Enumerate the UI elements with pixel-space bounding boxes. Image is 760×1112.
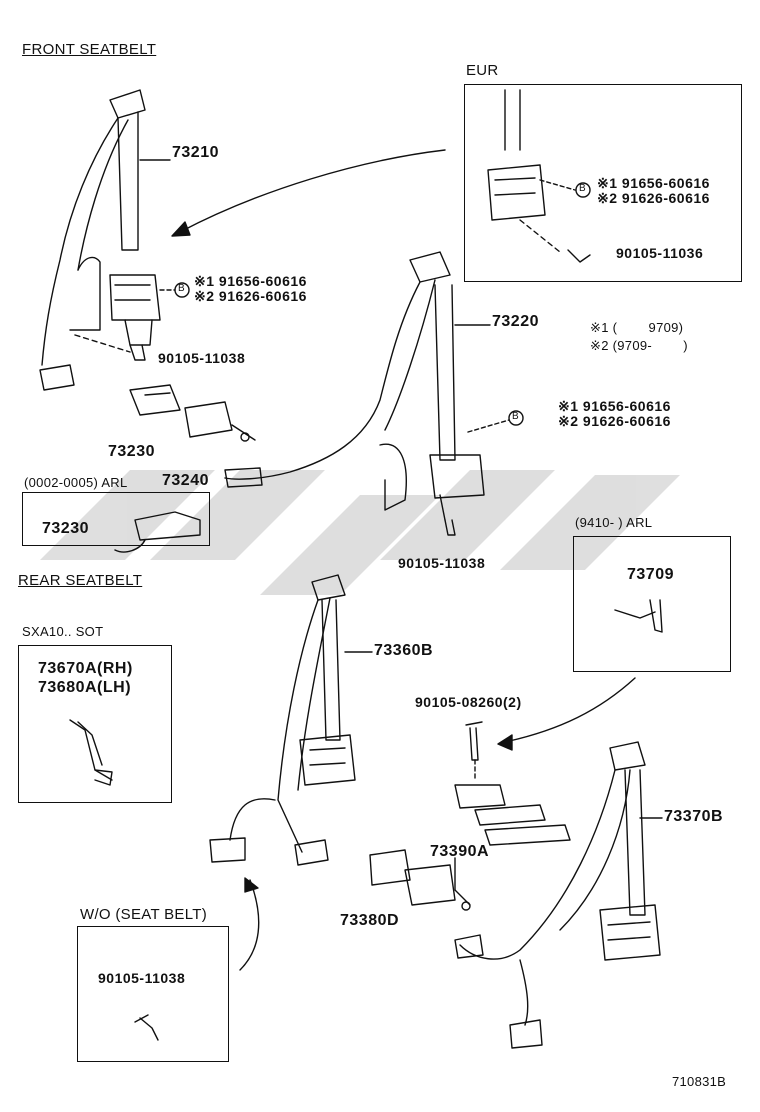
part-73390a-label: 73390A bbox=[430, 843, 490, 860]
section-front-seatbelt: FRONT SEATBELT bbox=[22, 41, 157, 58]
arrow-arl-to-rear bbox=[504, 677, 636, 743]
arl-9410-box bbox=[573, 536, 731, 672]
bolt-left-label: 90105-11038 bbox=[158, 350, 246, 366]
rear-belt-73370b bbox=[454, 741, 661, 1049]
buckle-73390a-73380d bbox=[369, 849, 471, 911]
part-73240-label: 73240 bbox=[162, 472, 209, 489]
b1-eur-label: ※1 91656-60616 bbox=[597, 175, 710, 191]
wo-box bbox=[77, 926, 229, 1062]
sxa10-bracket bbox=[69, 719, 113, 786]
eur-box bbox=[464, 84, 742, 282]
part-73670a-label: 73670A(RH) bbox=[38, 660, 133, 677]
part-73370b-label: 73370B bbox=[664, 808, 724, 825]
b1-right-label: ※1 91656-60616 bbox=[558, 398, 671, 414]
arl-0002-box bbox=[22, 492, 210, 546]
figure-id: 710831B bbox=[672, 1074, 727, 1089]
section-arl-0002: (0002-0005) ARL bbox=[24, 475, 128, 490]
bolt-wo-label: 90105-11038 bbox=[98, 970, 186, 986]
part-73380d-label: 73380D bbox=[340, 912, 400, 929]
part-73230-arl-label: 73230 bbox=[42, 520, 89, 537]
legend-note-1: ※1 ( 9709) bbox=[590, 320, 684, 335]
part-73220-label: 73220 bbox=[492, 313, 539, 330]
rear-belt-73360b bbox=[209, 574, 356, 866]
section-rear-seatbelt: REAR SEATBELT bbox=[18, 572, 143, 589]
section-eur: EUR bbox=[466, 62, 499, 79]
section-wo-seatbelt: W/O (SEAT BELT) bbox=[80, 906, 208, 923]
b-marker-left-letter: B bbox=[178, 283, 185, 294]
part-73210-label: 73210 bbox=[172, 144, 219, 161]
part-73680a-label: 73680A(LH) bbox=[38, 679, 132, 696]
sxa10-box bbox=[18, 645, 172, 803]
b2-eur-label: ※2 91626-60616 bbox=[597, 190, 710, 206]
bolt-center-shape bbox=[444, 519, 456, 536]
rear-center-plates bbox=[454, 721, 571, 846]
b-marker-eur-letter: B bbox=[579, 183, 586, 194]
watermark-logo bbox=[40, 470, 680, 595]
legend-note-2: ※2 (9709- ) bbox=[590, 338, 688, 353]
buckle-73230-73240 bbox=[129, 384, 256, 442]
b-marker-left bbox=[174, 282, 190, 298]
b2-left-label: ※2 91626-60616 bbox=[194, 288, 307, 304]
part-73709-label: 73709 bbox=[627, 566, 674, 583]
wo-bolt bbox=[134, 1014, 159, 1041]
bolt-rear-center-label: 90105-08260(2) bbox=[415, 694, 522, 710]
front-belt-73210 bbox=[39, 89, 161, 391]
section-arl-9410: (9410- ) ARL bbox=[575, 515, 653, 530]
part-73230-label: 73230 bbox=[108, 443, 155, 460]
leader-bolt-left bbox=[74, 334, 131, 353]
arl-73709-part bbox=[614, 599, 663, 633]
center-belt-73220 bbox=[224, 251, 485, 521]
section-sxa10: SXA10.. SOT bbox=[22, 624, 104, 639]
arrow-wo bbox=[239, 879, 260, 971]
b-marker-right bbox=[508, 410, 524, 426]
eur-retractor bbox=[487, 89, 591, 263]
part-73360b-label: 73360B bbox=[374, 642, 434, 659]
bolt-left-shape bbox=[129, 344, 146, 361]
arrow-eur-to-front bbox=[179, 149, 446, 233]
b1-left-label: ※1 91656-60616 bbox=[194, 273, 307, 289]
b2-right-label: ※2 91626-60616 bbox=[558, 413, 671, 429]
arl-buckle-73230 bbox=[114, 511, 201, 553]
bolt-center-label: 90105-11038 bbox=[398, 555, 486, 571]
b-marker-right-letter: B bbox=[512, 411, 519, 422]
bolt-eur-label: 90105-11036 bbox=[616, 245, 704, 261]
